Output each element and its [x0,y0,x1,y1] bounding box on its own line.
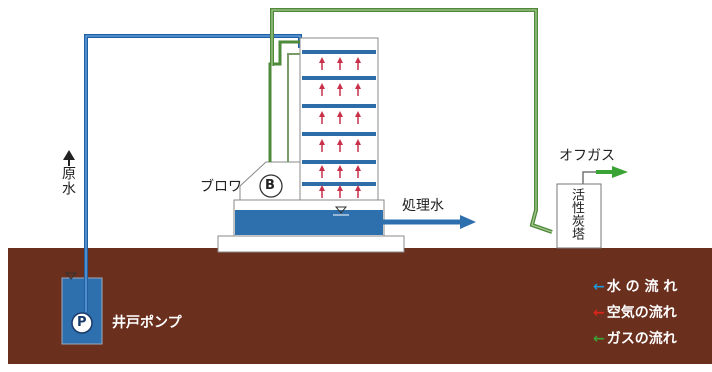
stripping-tower [299,37,379,201]
raw-water-label: 原水 [60,166,76,196]
air-arrow-head [319,165,325,171]
blower-symbol: B [265,178,275,193]
tower-tray [302,104,376,108]
air-arrow-head [355,139,361,145]
offgas-arrow [612,166,628,178]
tower-trays [302,50,376,186]
air-arrow-head [355,83,361,89]
carbon-tower [556,183,602,249]
pump-symbol: P [77,315,87,330]
well-water-level-mark [64,272,78,280]
air-arrow-head [319,139,325,145]
legend-label: ガスの流れ [606,331,677,347]
legend-arrow-icon: ← [593,305,605,321]
pump-circle [71,312,93,334]
legend-item: ←水 の 流 れ [593,276,677,296]
air-arrow-head [337,57,343,63]
carbon-tower-label: 活性炭塔 [569,188,584,240]
air-arrow-head [337,83,343,89]
tower-tray [302,182,376,186]
blower-label: ブロワ [200,179,242,195]
legend-label: 空気の流れ [606,305,677,321]
legend-item: ←ガスの流れ [593,328,677,348]
well-pump-label: 井戸ポンプ [112,315,182,331]
ground [8,248,712,364]
air-arrow-head [337,139,343,145]
tower-tray [302,132,376,136]
air-duct-2 [287,53,300,162]
air-arrow-head [355,185,361,191]
air-arrow-head [337,111,343,117]
air-arrow-head [319,111,325,117]
treated-water-label: 処理水 [402,198,444,214]
legend-arrow-icon: ← [593,279,605,295]
blower-circle [259,174,283,198]
air-arrow-head [319,83,325,89]
air-arrow-head [337,165,343,171]
air-arrow-head [319,57,325,63]
air-arrow-head [337,185,343,191]
legend-arrow-icon: ← [593,331,605,347]
air-arrow-head [319,185,325,191]
tower-tray [302,76,376,80]
air-arrow-head [355,57,361,63]
gas-pipe-inner [271,9,553,233]
air-flow-arrows [319,57,361,198]
tower-tray [302,50,376,54]
legend-label: 水 の 流 れ [606,279,678,295]
tank-water [235,210,383,235]
tower-tray [302,160,376,164]
legend-item: ←空気の流れ [593,302,677,322]
offgas-label: オフガス [559,148,615,164]
air-duct [268,40,300,162]
treated-water-arrow-head [460,215,476,229]
raw-water-up-arrow [63,150,75,160]
tank-water-level-mark [334,206,348,214]
air-arrow-head [355,165,361,171]
well-pit [61,277,103,345]
base-plinth [217,235,405,253]
air-arrow-head [355,111,361,117]
